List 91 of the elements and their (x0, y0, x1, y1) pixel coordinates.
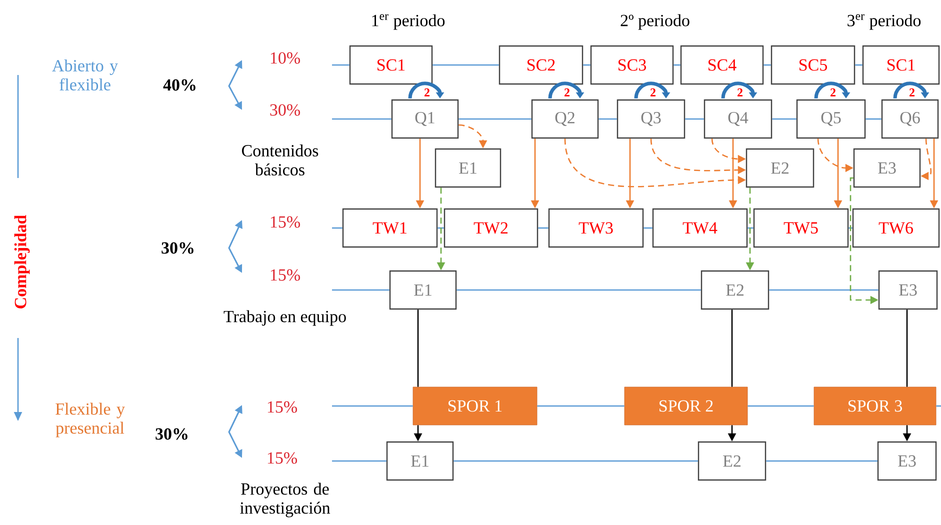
activity-box: SC2 (498, 45, 584, 85)
period-label: 1$^{er}$ periodo (372, 14, 445, 30)
timeline-line (332, 64, 350, 66)
timeline-line (674, 64, 680, 66)
edge-label: 2 (650, 88, 656, 96)
percentage-label: 15% (270, 269, 300, 281)
section-label: Trabajo en equipo (224, 310, 346, 326)
percentage-label: 30% (162, 242, 194, 254)
period-label: 3$^{er}$ periodo (848, 14, 921, 30)
timeline-line (583, 64, 590, 66)
percentage-label: 15% (268, 401, 297, 413)
percentage-label: 15% (268, 452, 297, 464)
evaluation-box: E1 (386, 441, 454, 481)
loop-arrow (548, 82, 584, 99)
timeline-line (458, 118, 532, 120)
activity-box: TW4 (652, 208, 748, 248)
percentage-label: 10% (270, 52, 300, 64)
activity-box: TW3 (548, 208, 644, 248)
evaluation-box: Q4 (704, 99, 772, 139)
activity-box: TW1 (342, 208, 438, 248)
activity-box: SC3 (590, 45, 674, 85)
percentage-label: 15% (270, 216, 300, 228)
activity-box: SPOR 2 (624, 386, 748, 426)
evaluation-box: E3 (853, 148, 921, 188)
timeline-line (766, 460, 878, 462)
edge-label: 2 (424, 88, 430, 96)
timeline-line (332, 405, 413, 407)
timeline-line (848, 227, 852, 229)
edge-label: 2 (564, 88, 570, 96)
timeline-line (644, 227, 652, 229)
timeline-line (866, 118, 882, 120)
timeline-line (855, 64, 862, 66)
activity-box: SC5 (770, 45, 856, 85)
activity-box: SC1 (862, 45, 940, 85)
period-label: 2º periodo (620, 14, 690, 30)
timeline-line (748, 227, 754, 229)
timeline-line (769, 289, 878, 291)
activity-box: TW5 (753, 208, 849, 248)
percentage-label: 30% (270, 104, 300, 116)
timeline-line (332, 289, 390, 291)
evaluation-box: E1 (389, 270, 457, 310)
loop-arrow (893, 82, 930, 99)
connector-line (417, 310, 419, 387)
evaluation-box: E2 (746, 148, 814, 188)
loop-arrow (634, 82, 670, 99)
timeline-line (438, 227, 444, 229)
timeline-line (748, 405, 814, 407)
edge-label: 2 (910, 88, 914, 96)
connector-line (731, 310, 733, 387)
section-label: Contenidos básicos (242, 144, 318, 176)
timeline-line (332, 460, 386, 462)
edge-label: 2 (738, 88, 742, 96)
activity-box: TW6 (852, 208, 940, 248)
timeline-line (538, 227, 548, 229)
evaluation-box: Q3 (616, 99, 686, 139)
percentage-label: 40% (163, 79, 196, 91)
connector-line (906, 310, 908, 387)
timeline-line (936, 405, 941, 407)
activity-box: TW2 (444, 208, 538, 248)
axis-title: Complejidad (14, 214, 30, 308)
timeline-line (454, 460, 698, 462)
activity-box: SC4 (680, 45, 764, 85)
activity-box: SC1 (349, 45, 433, 85)
timeline-line (332, 118, 392, 120)
loop-arrow (408, 82, 444, 99)
evaluation-box: E1 (434, 148, 502, 188)
category-label: Abierto y flexible (52, 60, 118, 90)
timeline-line (537, 405, 624, 407)
timeline-line (772, 118, 796, 120)
timeline-line (685, 118, 704, 120)
evaluation-box: E3 (877, 441, 937, 481)
section-label: Proyectos de investigación (240, 482, 330, 518)
evaluation-box: E2 (700, 270, 770, 310)
activity-box: SPOR 1 (412, 386, 538, 426)
evaluation-box: Q2 (531, 99, 599, 139)
timeline-line (332, 227, 342, 229)
activity-box: SPOR 3 (814, 386, 936, 426)
evaluation-box: Q6 (881, 99, 939, 139)
timeline-line (764, 64, 771, 66)
percentage-label: 30% (156, 428, 188, 440)
evaluation-box: Q5 (796, 99, 866, 139)
loop-arrow (721, 82, 758, 99)
evaluation-box: E2 (698, 441, 766, 481)
evaluation-box: E3 (878, 270, 938, 310)
edge-label: 2 (830, 88, 836, 96)
timeline-line (598, 118, 617, 120)
loop-arrow (814, 82, 850, 99)
timeline-line (432, 64, 499, 66)
category-label: Flexible y presencial (56, 402, 125, 438)
evaluation-box: Q1 (391, 99, 459, 139)
timeline-line (456, 289, 701, 291)
